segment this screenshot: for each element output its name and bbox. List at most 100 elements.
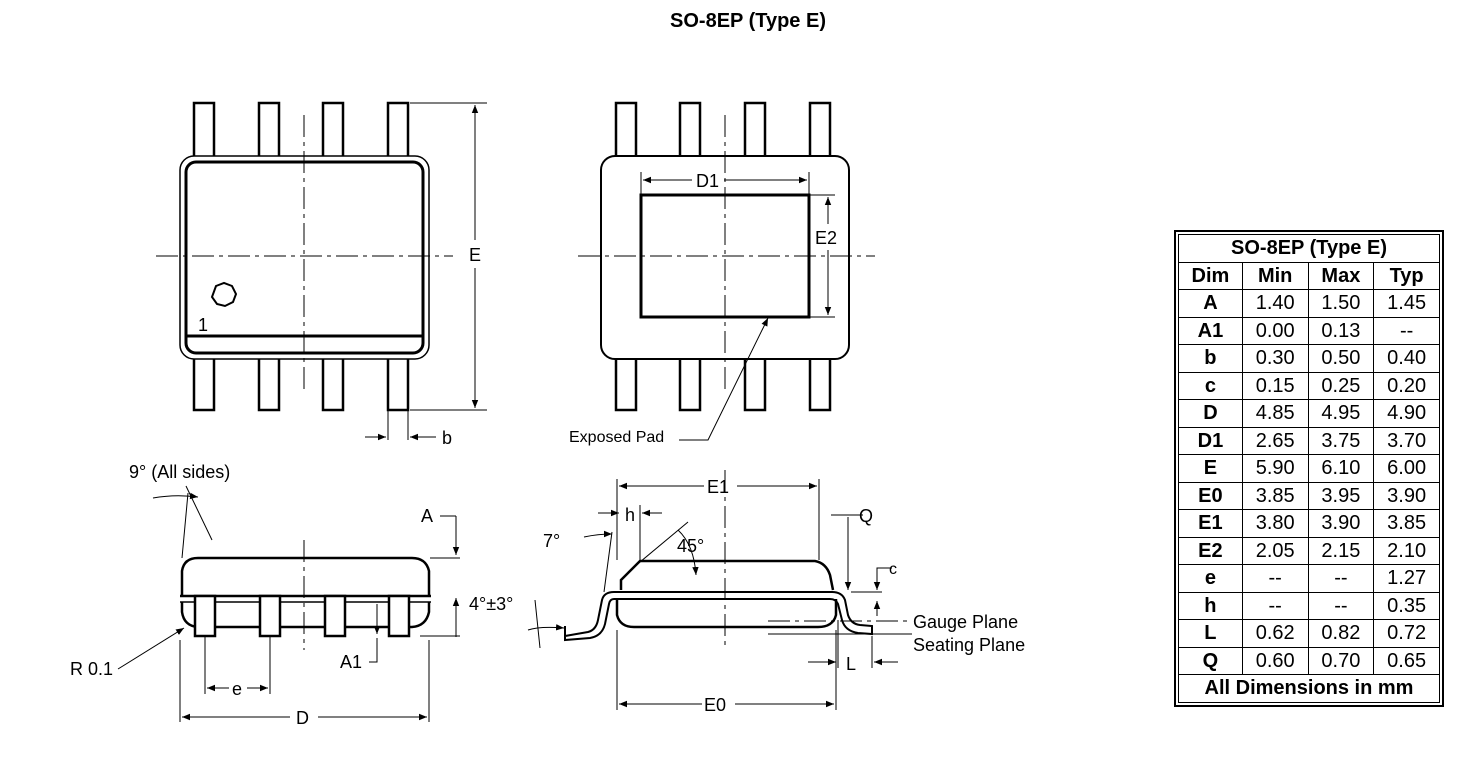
max-cell: 3.75 [1307,426,1375,455]
typ-cell: 3.70 [1373,426,1440,455]
dim-name-cell: e [1178,564,1243,593]
min-cell: 1.40 [1241,289,1309,318]
header-typ: Typ [1373,261,1440,290]
label-R: R 0.1 [70,659,113,679]
label-D1: D1 [696,171,719,191]
dim-name-cell: D1 [1178,426,1243,455]
min-cell: 0.62 [1241,619,1309,648]
dim-name-cell: A [1178,289,1243,318]
dim-name-cell: L [1178,619,1243,648]
max-cell: 6.10 [1307,454,1375,483]
min-cell: 3.85 [1241,481,1309,510]
header-dim: Dim [1178,261,1243,290]
typ-cell: 0.65 [1373,646,1440,675]
max-cell: 2.15 [1307,536,1375,565]
dim-name-cell: E [1178,454,1243,483]
label-E0: E0 [704,695,726,715]
dim-name-cell: b [1178,344,1243,373]
label-e: e [232,679,242,699]
label-seating-plane: Seating Plane [913,635,1025,655]
top-view [156,101,487,441]
min-cell: 0.15 [1241,371,1309,400]
label-c: c [889,561,897,578]
min-cell: 3.80 [1241,509,1309,538]
label-gauge-plane: Gauge Plane [913,612,1018,632]
dim-name-cell: A1 [1178,316,1243,345]
typ-cell: 1.45 [1373,289,1440,318]
typ-cell: 0.40 [1373,344,1440,373]
table-footer: All Dimensions in mm [1178,674,1440,703]
max-cell: 0.70 [1307,646,1375,675]
max-cell: 4.95 [1307,399,1375,428]
min-cell: 2.65 [1241,426,1309,455]
min-cell: 0.00 [1241,316,1309,345]
max-cell: -- [1307,591,1375,620]
max-cell: -- [1307,564,1375,593]
max-cell: 3.90 [1307,509,1375,538]
dim-name-cell: c [1178,371,1243,400]
dim-name-cell: h [1178,591,1243,620]
label-L: L [846,654,856,674]
min-cell: -- [1241,591,1309,620]
label-A1: A1 [340,652,362,672]
label-Q: Q [859,506,873,526]
min-cell: 2.05 [1241,536,1309,565]
table-header-row: Dim Min Max Typ [1178,261,1440,290]
label-exposed-pad: Exposed Pad [569,429,664,446]
table-row: h----0.35 [1178,591,1440,620]
min-cell: 5.90 [1241,454,1309,483]
dim-name-cell: D [1178,399,1243,428]
side-view-left [117,485,460,722]
typ-cell: -- [1373,316,1440,345]
label-angle-45: 45° [677,536,704,556]
min-cell: 4.85 [1241,399,1309,428]
label-b: b [442,428,452,448]
max-cell: 0.13 [1307,316,1375,345]
label-pin1: 1 [198,315,208,335]
max-cell: 0.50 [1307,344,1375,373]
label-E2: E2 [815,228,837,248]
max-cell: 0.25 [1307,371,1375,400]
side-view-right [527,470,912,710]
header-min: Min [1241,261,1309,290]
dim-name-cell: E2 [1178,536,1243,565]
label-angle-all-sides: 9° (All sides) [129,462,230,482]
min-cell: -- [1241,564,1309,593]
table-row: e----1.27 [1178,564,1440,593]
label-D: D [296,708,309,728]
dim-name-cell: Q [1178,646,1243,675]
typ-cell: 0.72 [1373,619,1440,648]
typ-cell: 2.10 [1373,536,1440,565]
typ-cell: 0.35 [1373,591,1440,620]
min-cell: 0.60 [1241,646,1309,675]
typ-cell: 4.90 [1373,399,1440,428]
table-caption: SO-8EP (Type E) [1178,234,1440,263]
label-E: E [469,245,481,265]
min-cell: 0.30 [1241,344,1309,373]
label-h: h [625,505,635,525]
dim-name-cell: E0 [1178,481,1243,510]
typ-cell: 0.20 [1373,371,1440,400]
header-max: Max [1307,261,1375,290]
typ-cell: 3.90 [1373,481,1440,510]
label-angle-7: 7° [543,531,560,551]
label-A: A [421,506,433,526]
label-angle-4: 4°±3° [469,594,513,614]
drawing-title: SO-8EP (Type E) [670,10,826,32]
typ-cell: 6.00 [1373,454,1440,483]
typ-cell: 3.85 [1373,509,1440,538]
typ-cell: 1.27 [1373,564,1440,593]
max-cell: 0.82 [1307,619,1375,648]
